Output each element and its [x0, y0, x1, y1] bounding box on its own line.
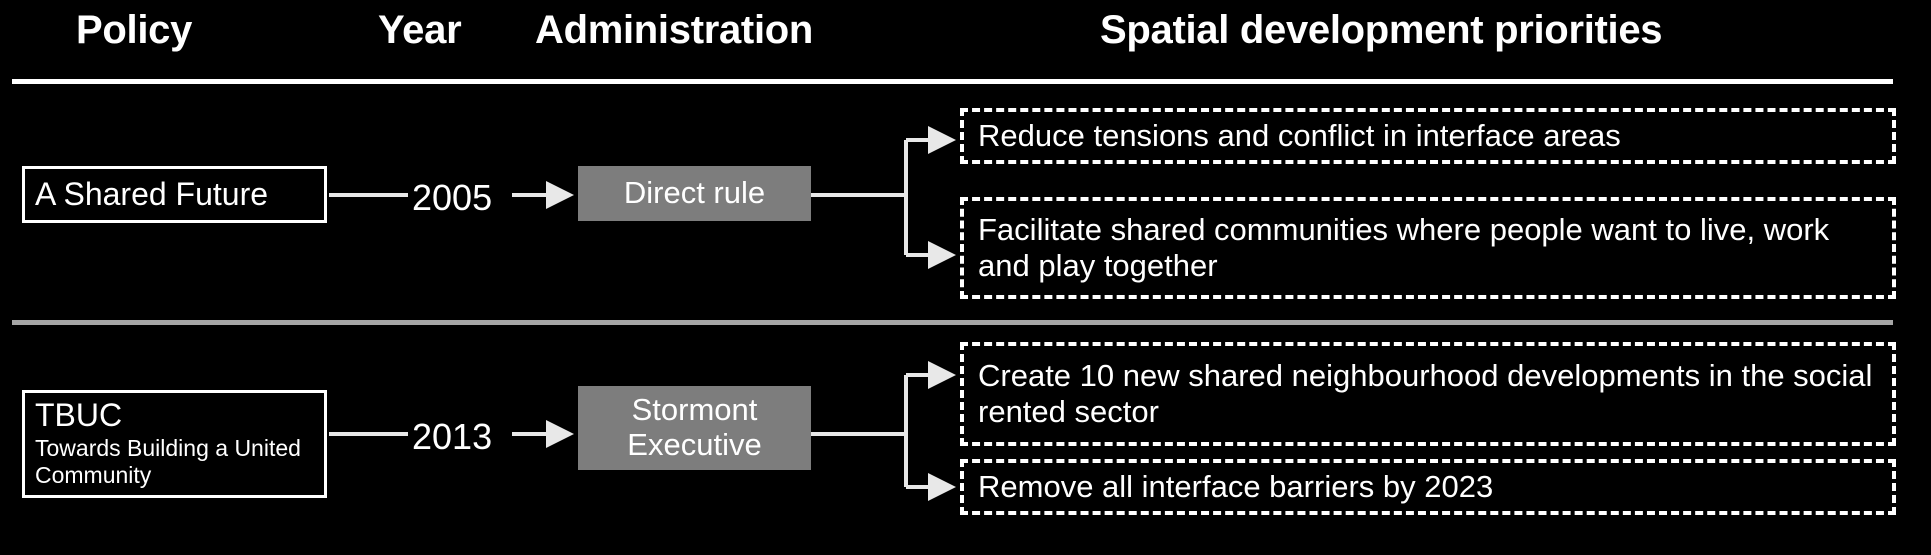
column-header-administration: Administration: [535, 8, 814, 52]
row-divider: [12, 320, 1893, 325]
year-label-row-2: 2013: [412, 416, 493, 457]
administration-box-row-2: Stormont Executive: [578, 386, 811, 470]
priority-box-row-1-item-2: Facilitate shared communities where peop…: [960, 197, 1896, 299]
column-header-spatial-development-priorities: Spatial development priorities: [1100, 8, 1663, 52]
policy-title: A Shared Future: [35, 175, 269, 212]
policy-box-row-2: TBUC Towards Building a United Community: [22, 390, 327, 498]
priority-text: Create 10 new shared neighbourhood devel…: [978, 358, 1873, 429]
policy-subtitle: Towards Building a United Community: [35, 435, 301, 488]
administration-box-row-1: Direct rule: [578, 166, 811, 221]
column-header-year: Year: [378, 8, 462, 52]
administration-line-2: Executive: [627, 427, 762, 462]
policy-title: TBUC: [35, 397, 123, 434]
header-divider: [12, 79, 1893, 84]
column-header-policy: Policy: [76, 8, 193, 52]
priority-text: Remove all interface barriers by 2023: [978, 469, 1494, 505]
priority-text: Reduce tensions and conflict in interfac…: [978, 118, 1621, 154]
year-label-row-1: 2005: [412, 177, 493, 218]
priority-box-row-1-item-1: Reduce tensions and conflict in interfac…: [960, 108, 1896, 164]
priority-box-row-2-item-1: Create 10 new shared neighbourhood devel…: [960, 342, 1896, 446]
administration-line-1: Direct rule: [623, 175, 766, 211]
administration-line-1: Stormont: [631, 392, 758, 428]
policy-box-row-1: A Shared Future: [22, 166, 327, 223]
priority-text: Facilitate shared communities where peop…: [978, 212, 1830, 283]
priority-box-row-2-item-2: Remove all interface barriers by 2023: [960, 459, 1896, 515]
